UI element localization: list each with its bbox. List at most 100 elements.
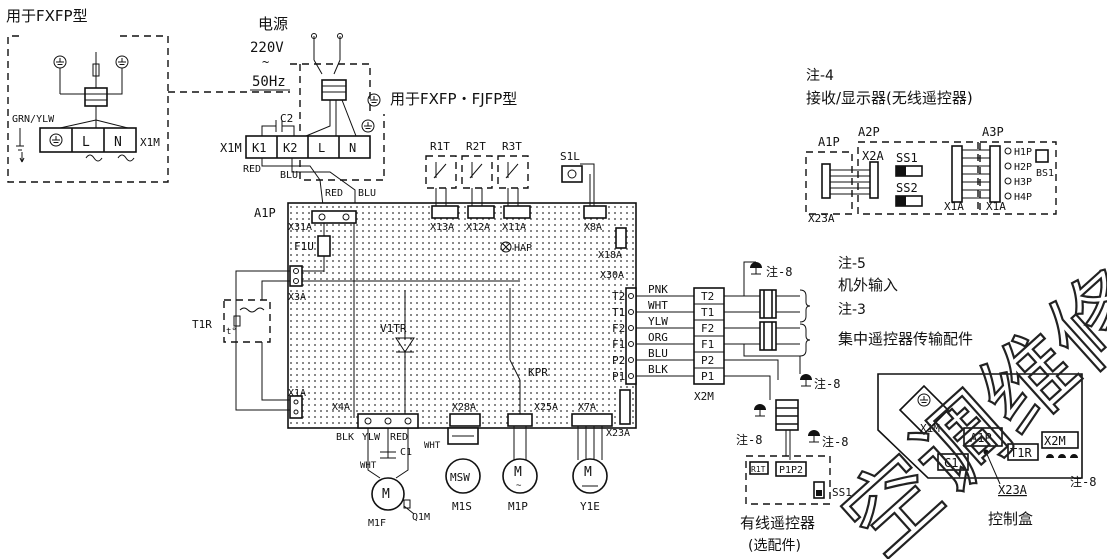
pcb-board bbox=[287, 202, 637, 429]
wire-pnk: PNK bbox=[648, 283, 668, 296]
control-box-x23a: X23A bbox=[998, 483, 1028, 497]
x25a-label: X25A bbox=[534, 402, 558, 413]
pcb-t1-label: T1 bbox=[612, 306, 625, 319]
note8-top: 注-8 bbox=[766, 264, 792, 279]
pcb-p1-label: P1 bbox=[612, 370, 625, 383]
s1l-label: S1L bbox=[560, 150, 580, 163]
svg-text:t°: t° bbox=[226, 327, 237, 337]
pcb-f1-label: F1 bbox=[612, 338, 625, 351]
x1m-power-label: X1M bbox=[220, 141, 242, 155]
x2m-f1-label: F1 bbox=[701, 338, 714, 351]
drain-pump-m1p bbox=[502, 458, 538, 494]
note5-text: 机外输入 bbox=[838, 276, 898, 294]
x28a-label: X28A bbox=[452, 402, 476, 413]
control-box-title: 控制盒 bbox=[988, 510, 1033, 528]
m1f-wht-label: WHT bbox=[360, 461, 377, 471]
control-box-x2m: X2M bbox=[1044, 434, 1066, 448]
note3-text: 集中遥控器传输配件 bbox=[838, 330, 973, 348]
h4p-label: H4P bbox=[1014, 192, 1032, 203]
receiver-display: 注-4 接收/显示器(无线遥控器) A1P A2P A3P X23A X2A S… bbox=[805, 68, 1057, 225]
x4a-blk-label: BLK bbox=[336, 432, 354, 443]
wire-org: ORG bbox=[648, 331, 668, 344]
t1r-label: T1R bbox=[192, 318, 212, 331]
svg-text:M: M bbox=[584, 465, 592, 480]
m1p-label: M1P bbox=[508, 500, 528, 513]
h3p-label: H3P bbox=[1014, 177, 1032, 188]
svg-text:M: M bbox=[514, 465, 522, 480]
wire-blu-right: BLU bbox=[358, 188, 376, 199]
k1-label: K1 bbox=[252, 141, 266, 155]
x1m-n-label: N bbox=[114, 135, 122, 150]
noise-filter-core bbox=[84, 87, 108, 107]
control-box-c1: C1 bbox=[944, 456, 958, 470]
control-box-t1r: T1R bbox=[1010, 446, 1032, 460]
m1f-label: M1F bbox=[368, 518, 386, 529]
receiver-x23a-label: X23A bbox=[808, 212, 835, 225]
y1e-label: Y1E bbox=[580, 500, 600, 513]
wire-blk: BLK bbox=[648, 363, 668, 376]
note8-right: 注-8 bbox=[822, 434, 848, 449]
power-l-label: L bbox=[318, 141, 325, 155]
wire-red-right: RED bbox=[325, 188, 343, 199]
x30a-label: X30A bbox=[600, 270, 624, 281]
x3a-label: X3A bbox=[288, 292, 306, 303]
x1m-label: X1M bbox=[140, 136, 160, 149]
x23a-pcb-label: X23A bbox=[606, 428, 630, 439]
pcb-p2-label: P2 bbox=[612, 354, 625, 367]
x12a-label: X12A bbox=[466, 222, 490, 233]
wired-remote-controller: R1T P1P2 SS1 有线遥控器 (选配件) bbox=[740, 455, 852, 554]
wire-blu: BLU bbox=[648, 347, 668, 360]
x2m-p2-label: P2 bbox=[701, 354, 714, 367]
x1m-l-label: L bbox=[82, 135, 90, 150]
power-supply-block: 电源 220V ~ 50Hz 用于FXFP・FJFP型 K1 K2 L N X1… bbox=[220, 15, 517, 215]
x1a-label: X1A bbox=[288, 388, 306, 399]
x2m-f2-label: F2 bbox=[701, 322, 714, 335]
note8-mid: 注-8 bbox=[814, 376, 840, 391]
receiver-a3p-label: A3P bbox=[982, 125, 1004, 139]
note4-text: 接收/显示器(无线遥控器) bbox=[806, 89, 973, 107]
fuse-f1u bbox=[317, 235, 331, 257]
x4a-ylw-label: YLW bbox=[362, 432, 381, 443]
motors: C1 WHT M M1F Q1M WHT MSW M1S M ~ M1P M Y… bbox=[360, 426, 608, 529]
fan-motor-m1f bbox=[371, 477, 405, 511]
receiver-x2a-label: X2A bbox=[862, 149, 884, 163]
x2m-label: X2M bbox=[694, 390, 714, 403]
x4a-red-label: RED bbox=[390, 432, 408, 443]
m1s-label: M1S bbox=[452, 500, 472, 513]
power-n-label: N bbox=[349, 141, 356, 155]
c1-label: C1 bbox=[400, 447, 412, 458]
x2m-t1-label: T1 bbox=[701, 306, 714, 319]
swing-motor-m1s bbox=[445, 458, 481, 494]
receiver-ss1-label: SS1 bbox=[896, 151, 918, 165]
note5: 注-5 bbox=[838, 256, 866, 272]
v1tr-label: V1TR bbox=[380, 322, 407, 335]
x4a-connector bbox=[357, 413, 419, 429]
x31a-label: X31A bbox=[288, 222, 312, 233]
control-box: X1M A1P T1R X2M C1 X23A 注-8 控制盒 bbox=[877, 373, 1096, 528]
hap-label: HAP bbox=[514, 243, 532, 254]
expansion-valve-y1e bbox=[572, 458, 608, 494]
h1p-label: H1P bbox=[1014, 147, 1032, 158]
h2p-label: H2P bbox=[1014, 162, 1032, 173]
x1m-diamond bbox=[898, 384, 950, 436]
f1u-label: F1U bbox=[294, 240, 314, 253]
x7a-label: X7A bbox=[578, 402, 596, 413]
control-box-a1p: A1P bbox=[970, 431, 992, 445]
receiver-x1a-right-label: X1A bbox=[986, 200, 1006, 213]
remote-ss1-label: SS1 bbox=[832, 486, 852, 499]
svg-text:~: ~ bbox=[516, 481, 522, 491]
receiver-ss2-label: SS2 bbox=[896, 181, 918, 195]
r1t-label: R1T bbox=[430, 140, 450, 153]
r2t-label: R2T bbox=[466, 140, 486, 153]
note3: 注-3 bbox=[838, 302, 866, 318]
msw-label: MSW bbox=[450, 471, 470, 484]
thermistors: R1T R2T R3T S1L bbox=[425, 140, 595, 206]
pcb-f2-label: F2 bbox=[612, 322, 625, 335]
control-box-x1m: X1M bbox=[920, 422, 940, 435]
wired-remote-subtitle: (选配件) bbox=[748, 538, 801, 554]
fxfp-terminal-box: 用于FXFP型 L N X1M GRN/YLW bbox=[6, 7, 169, 183]
x13a-label: X13A bbox=[430, 222, 454, 233]
x18a-label: X18A bbox=[598, 250, 622, 261]
bs1-label: BS1 bbox=[1036, 168, 1054, 179]
main-pcb-a1p: A1P X31A F1U X3A T1R t° X1A V1TR bbox=[192, 202, 637, 443]
